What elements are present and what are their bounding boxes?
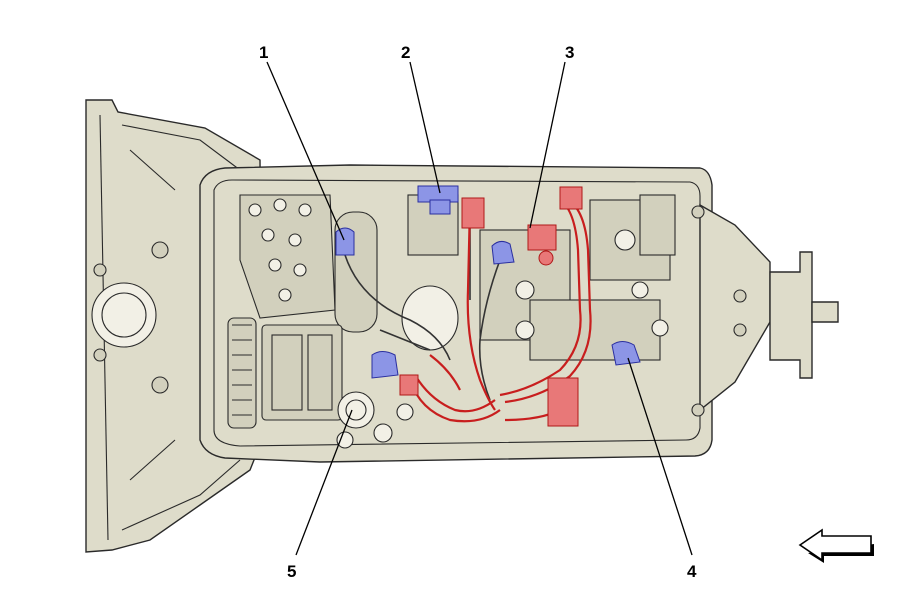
leader-line-3 bbox=[529, 61, 566, 229]
leader-line-1 bbox=[266, 61, 345, 241]
leader-line-5 bbox=[295, 409, 353, 556]
callout-labels: 1 2 3 4 5 bbox=[259, 43, 697, 581]
callout-label-2: 2 bbox=[401, 43, 410, 62]
arrow-left-icon bbox=[798, 528, 874, 563]
leader-lines bbox=[266, 61, 693, 556]
blue-sensors bbox=[335, 185, 641, 379]
callout-label-1: 1 bbox=[259, 43, 268, 62]
leader-line-2 bbox=[409, 61, 441, 194]
leader-line-4 bbox=[627, 357, 693, 556]
red-harness bbox=[399, 186, 592, 427]
solenoid-cluster bbox=[227, 317, 414, 449]
callout-label-3: 3 bbox=[565, 43, 574, 62]
tail-housing bbox=[691, 203, 839, 417]
callout-label-4: 4 bbox=[687, 562, 697, 581]
callout-label-5: 5 bbox=[287, 562, 296, 581]
